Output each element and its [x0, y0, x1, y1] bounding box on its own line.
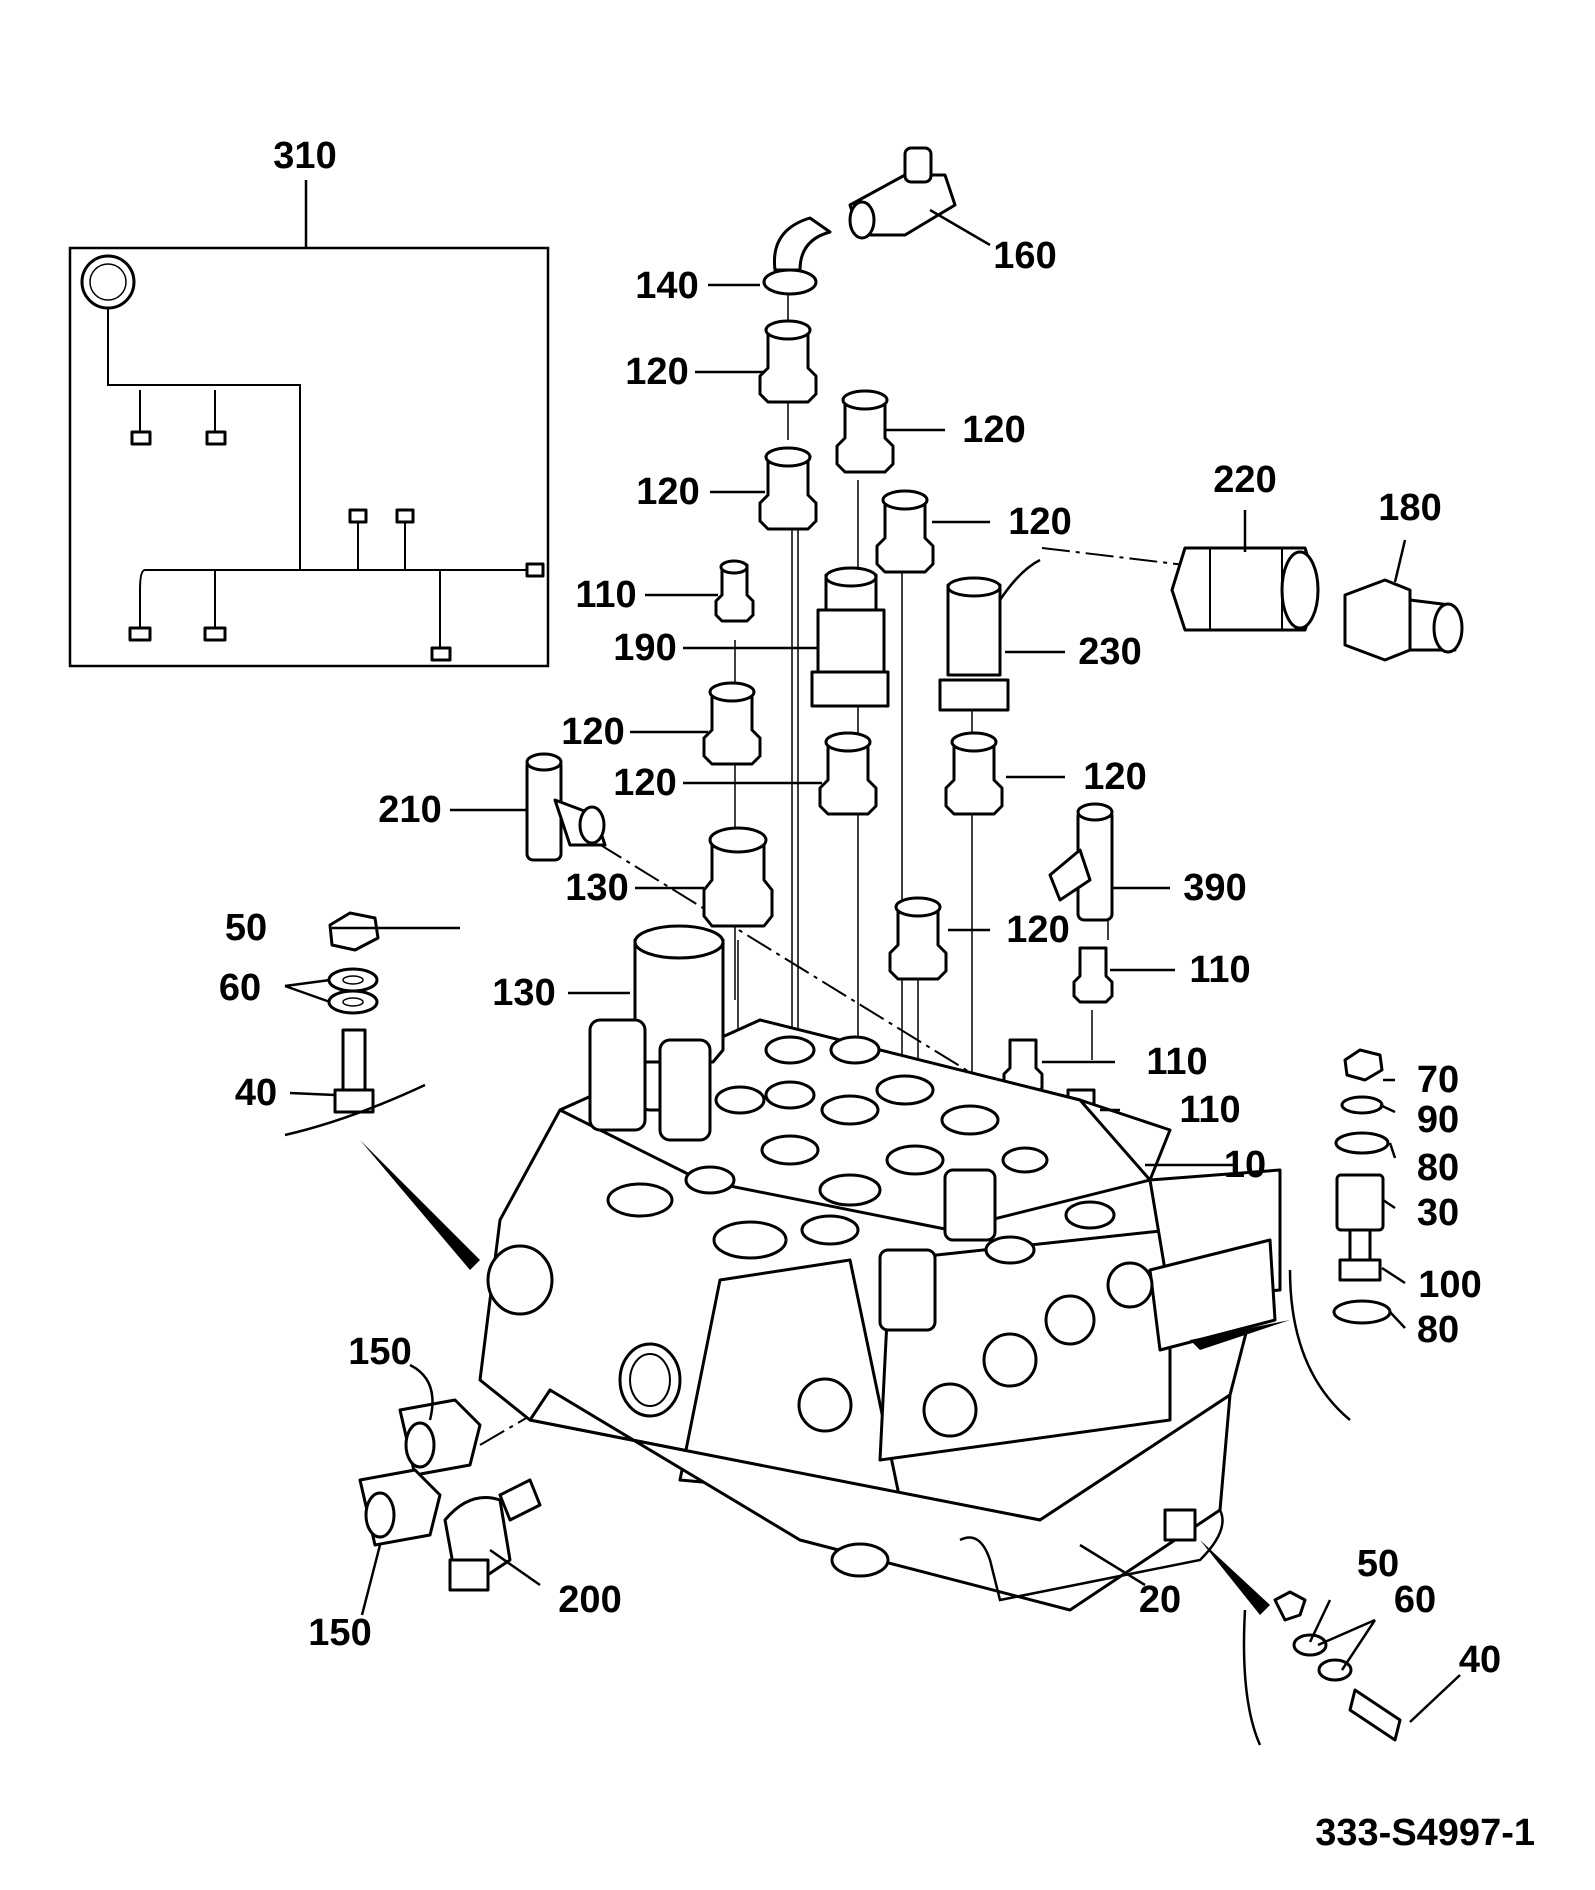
callout-50-b: 50 — [1357, 1543, 1399, 1585]
callout-labels: 310 160 140 120 120 120 120 220 180 110 … — [219, 135, 1501, 1681]
callout-50-a: 50 — [225, 907, 267, 949]
callout-120-e: 120 — [561, 711, 624, 753]
callout-160: 160 — [993, 235, 1056, 277]
fitting-220-coupler — [1170, 546, 1320, 632]
fitting-130-upper — [702, 826, 774, 928]
callout-10: 10 — [1224, 1144, 1266, 1186]
callout-310: 310 — [273, 135, 336, 177]
callout-120-c: 120 — [636, 471, 699, 513]
callout-40-a: 40 — [235, 1072, 277, 1114]
callout-80-a: 80 — [1417, 1147, 1459, 1189]
adapter-120-lower — [888, 896, 948, 981]
callout-180: 180 — [1378, 487, 1441, 529]
adapters-120-upper — [758, 319, 935, 574]
fitting-200-elbow — [443, 1478, 542, 1592]
right-mount-hardware — [1190, 1048, 1392, 1421]
callout-120-d: 120 — [1008, 501, 1071, 543]
callout-120-f: 120 — [613, 762, 676, 804]
callout-110-b: 110 — [1189, 949, 1250, 991]
valve-block-assembly — [478, 924, 1282, 1612]
callout-200: 200 — [558, 1579, 621, 1621]
bottom-right-hardware — [1200, 1540, 1402, 1746]
callout-60-b: 60 — [1394, 1579, 1436, 1621]
callout-120-a: 120 — [625, 351, 688, 393]
callout-390: 390 — [1183, 867, 1246, 909]
callout-230: 230 — [1078, 631, 1141, 673]
adapters-120-middle — [702, 681, 1004, 816]
callout-150-b: 150 — [308, 1612, 371, 1654]
callout-110-d: 110 — [1179, 1089, 1240, 1131]
callout-80-b: 80 — [1417, 1309, 1459, 1351]
fitting-210-tee — [525, 752, 607, 862]
callout-220: 220 — [1213, 459, 1276, 501]
callout-90: 90 — [1417, 1099, 1459, 1141]
left-mount-hardware — [284, 911, 480, 1270]
callout-40-b: 40 — [1459, 1639, 1501, 1681]
fitting-230-pressure-switch — [938, 558, 1041, 712]
drawing-number: 333-S4997-1 — [1315, 1812, 1535, 1854]
callout-110-c: 110 — [1146, 1041, 1207, 1083]
callout-120-b: 120 — [962, 409, 1025, 451]
fitting-160-tee — [848, 146, 991, 247]
callout-110-a: 110 — [575, 574, 636, 616]
callout-190: 190 — [613, 627, 676, 669]
fittings-150-caps — [358, 1398, 482, 1547]
callout-130-b: 130 — [492, 972, 555, 1014]
callout-30: 30 — [1417, 1192, 1459, 1234]
callout-130-a: 130 — [565, 867, 628, 909]
callout-140: 140 — [635, 265, 698, 307]
fitting-180-adapter — [1343, 578, 1464, 662]
callout-100: 100 — [1418, 1264, 1481, 1306]
callout-210: 210 — [378, 789, 441, 831]
wiring-harness-inset — [68, 180, 550, 668]
callout-60-a: 60 — [219, 967, 261, 1009]
fitting-390-tee — [1048, 802, 1114, 922]
callout-150-a: 150 — [348, 1331, 411, 1373]
callout-120-g: 120 — [1083, 756, 1146, 798]
fitting-140-elbow — [762, 216, 832, 296]
port-bosses — [486, 1035, 1154, 1438]
fitting-190-hex-connector — [810, 566, 890, 708]
callout-120-h: 120 — [1006, 909, 1069, 951]
callout-70: 70 — [1417, 1059, 1459, 1101]
leader-lines — [284, 283, 1461, 1723]
callout-20: 20 — [1139, 1579, 1181, 1621]
fitting-110-small — [714, 559, 755, 623]
